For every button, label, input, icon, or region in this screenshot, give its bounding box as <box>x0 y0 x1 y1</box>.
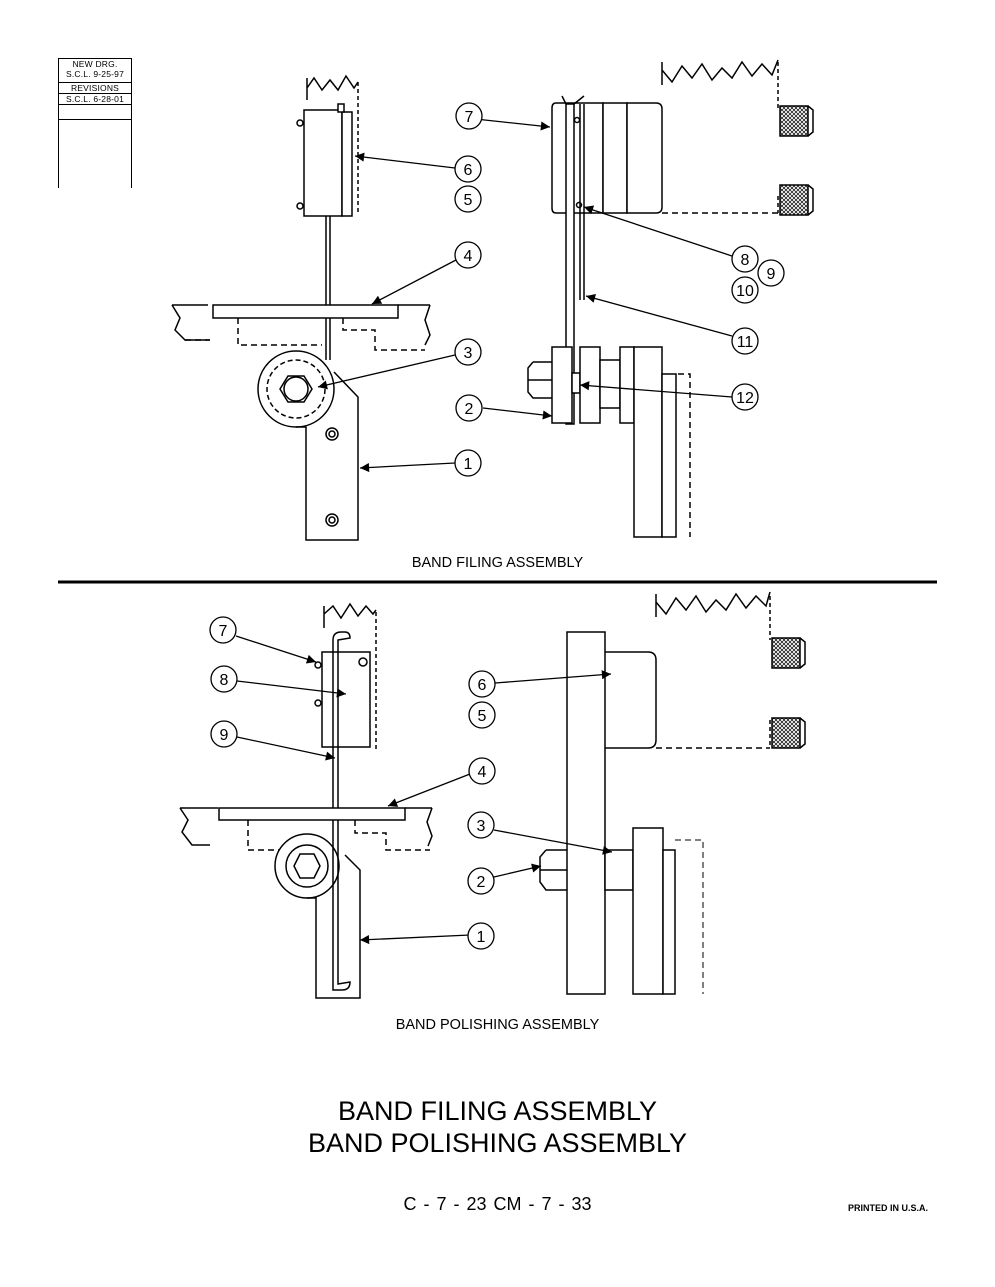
filing-callout-5: 5 <box>464 192 473 209</box>
filing-caption: BAND FILING ASSEMBLY <box>411 555 584 571</box>
polishing-callout-3: 3 <box>477 818 486 835</box>
polishing-left-view <box>179 602 433 999</box>
polishing-callout-2: 2 <box>477 874 486 891</box>
filing-callouts <box>317 116 733 473</box>
polishing-callout-6: 6 <box>478 677 487 694</box>
filing-right-view <box>527 59 814 538</box>
page-title-line-1: BAND FILING ASSEMBLY <box>337 1096 658 1126</box>
polishing-callout-9: 9 <box>220 727 229 744</box>
filing-callout-10: 10 <box>736 283 754 300</box>
filing-callout-11: 11 <box>737 334 754 351</box>
filing-callout-9: 9 <box>767 266 776 283</box>
filing-callout-2: 2 <box>465 401 474 418</box>
revision-entry: S.C.L. 6-28-01 <box>59 93 131 104</box>
polishing-right-view <box>539 591 806 995</box>
polishing-callout-numbers: 7 8 9 6 5 4 3 2 1 <box>219 623 487 946</box>
drawing-number: C - 7 - 23 CM - 7 - 33 <box>403 1194 592 1214</box>
polishing-callout-5: 5 <box>478 708 487 725</box>
polishing-callout-1: 1 <box>477 929 486 946</box>
filing-callout-12: 12 <box>736 390 754 407</box>
filing-callout-3: 3 <box>464 345 473 362</box>
printed-in-usa: PRINTED IN U.S.A. <box>848 1203 929 1213</box>
filing-callout-4: 4 <box>464 248 473 265</box>
filing-callout-8: 8 <box>741 252 750 269</box>
filing-callout-7: 7 <box>465 109 474 126</box>
filing-callout-6: 6 <box>464 162 473 179</box>
filing-callout-circles <box>454 102 785 477</box>
new-drg-entry: S.C.L. 9-25-97 <box>65 69 125 79</box>
filing-callout-1: 1 <box>464 456 473 473</box>
polishing-callout-circles <box>209 616 496 950</box>
new-drg-label: NEW DRG. <box>59 58 131 69</box>
revision-block: NEW DRG. S.C.L. 9-25-97 REVISIONS S.C.L.… <box>58 58 132 188</box>
revision-empty-row <box>59 104 131 120</box>
filing-left-view <box>171 74 431 541</box>
polishing-callout-4: 4 <box>478 764 487 781</box>
polishing-caption: BAND POLISHING ASSEMBLY <box>395 1017 600 1033</box>
polishing-callout-7: 7 <box>219 623 228 640</box>
page-title-line-2: BAND POLISHING ASSEMBLY <box>307 1128 688 1158</box>
revisions-label: REVISIONS <box>59 82 131 93</box>
polishing-callouts <box>235 635 613 945</box>
filing-callout-numbers: 7 6 5 4 3 2 1 8 9 10 11 12 <box>464 109 776 473</box>
polishing-callout-8: 8 <box>220 672 229 689</box>
